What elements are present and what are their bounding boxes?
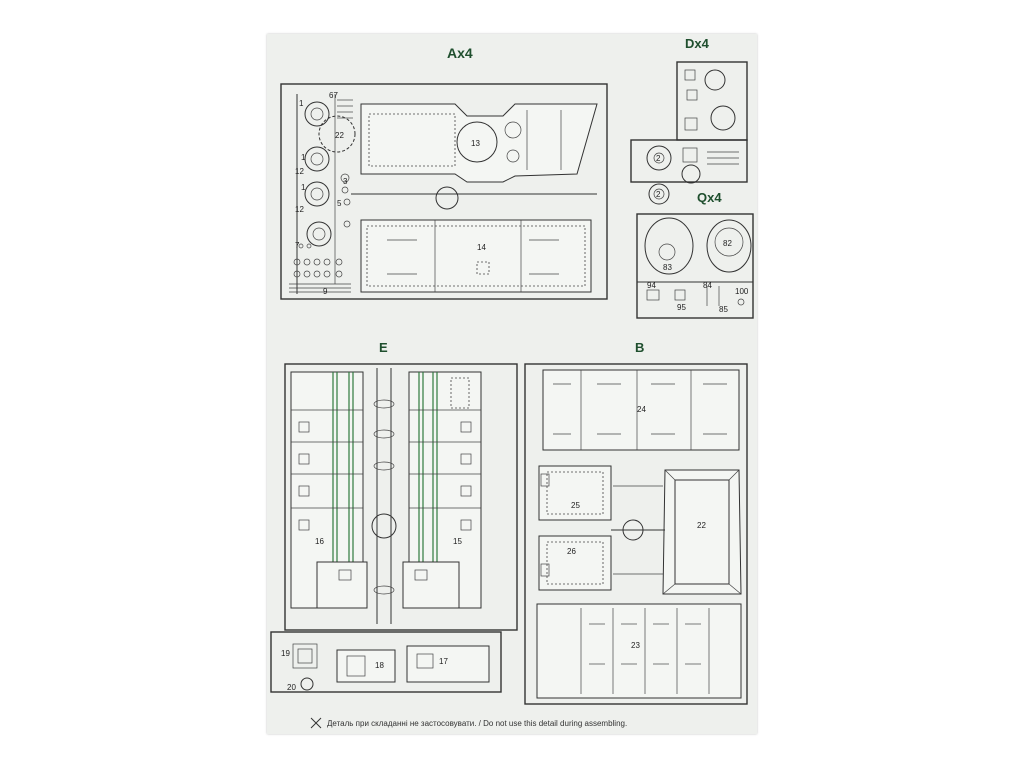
instruction-sheet: Ax4 1 67 22 1 12 1 3 5 12 [267, 34, 757, 734]
svg-text:14: 14 [477, 243, 486, 252]
svg-text:9: 9 [323, 287, 328, 296]
svg-text:83: 83 [663, 263, 672, 272]
svg-text:3: 3 [343, 177, 348, 186]
svg-text:19: 19 [281, 649, 290, 658]
part-14-hull-bottom [360, 219, 592, 293]
sprue-diagram: Ax4 1 67 22 1 12 1 3 5 12 [270, 36, 754, 729]
sprue-a-frame [280, 83, 608, 300]
svg-text:22: 22 [335, 131, 344, 140]
svg-text:26: 26 [567, 547, 576, 556]
sprue-d-label: Dx4 [685, 36, 710, 51]
svg-text:94: 94 [647, 281, 656, 290]
svg-text:100: 100 [735, 287, 749, 296]
svg-text:16: 16 [315, 537, 324, 546]
svg-text:20: 20 [287, 683, 296, 692]
svg-text:7: 7 [295, 241, 300, 250]
svg-text:2: 2 [656, 154, 661, 163]
svg-text:5: 5 [337, 199, 342, 208]
svg-text:13: 13 [471, 139, 480, 148]
svg-text:15: 15 [453, 537, 462, 546]
sprue-b-label: B [635, 340, 644, 355]
sprue-e [284, 363, 518, 631]
sprue-a: 1 67 22 1 12 1 3 5 12 7 9 13 [280, 83, 608, 300]
sprue-a-label: Ax4 [447, 45, 473, 61]
svg-text:1: 1 [301, 153, 306, 162]
sprue-q [636, 213, 754, 319]
svg-text:1: 1 [301, 183, 306, 192]
svg-text:12: 12 [295, 205, 304, 214]
svg-text:17: 17 [439, 657, 448, 666]
sprue-d [630, 61, 748, 205]
svg-text:82: 82 [723, 239, 732, 248]
svg-text:18: 18 [375, 661, 384, 670]
sprue-a-gate [435, 186, 459, 210]
sprue-a-wheels [289, 94, 356, 294]
svg-text:1: 1 [299, 99, 304, 108]
svg-text:95: 95 [677, 303, 686, 312]
svg-text:67: 67 [329, 91, 338, 100]
svg-text:85: 85 [719, 305, 728, 314]
svg-text:23: 23 [631, 641, 640, 650]
do-not-use-note: Деталь при складанні не застосовувати. /… [310, 717, 627, 729]
svg-text:2: 2 [656, 190, 661, 199]
sprue-b [524, 363, 748, 705]
sprue-e-lower [270, 631, 502, 693]
svg-text:12: 12 [295, 167, 304, 176]
svg-text:25: 25 [571, 501, 580, 510]
svg-text:24: 24 [637, 405, 646, 414]
svg-text:22: 22 [697, 521, 706, 530]
svg-text:84: 84 [703, 281, 712, 290]
sprue-q-label: Qx4 [697, 190, 722, 205]
part-13-hull-top [360, 103, 598, 183]
svg-text:Деталь при складанні не застос: Деталь при складанні не застосовувати. /… [327, 719, 627, 728]
sprue-e-label: E [379, 340, 388, 355]
